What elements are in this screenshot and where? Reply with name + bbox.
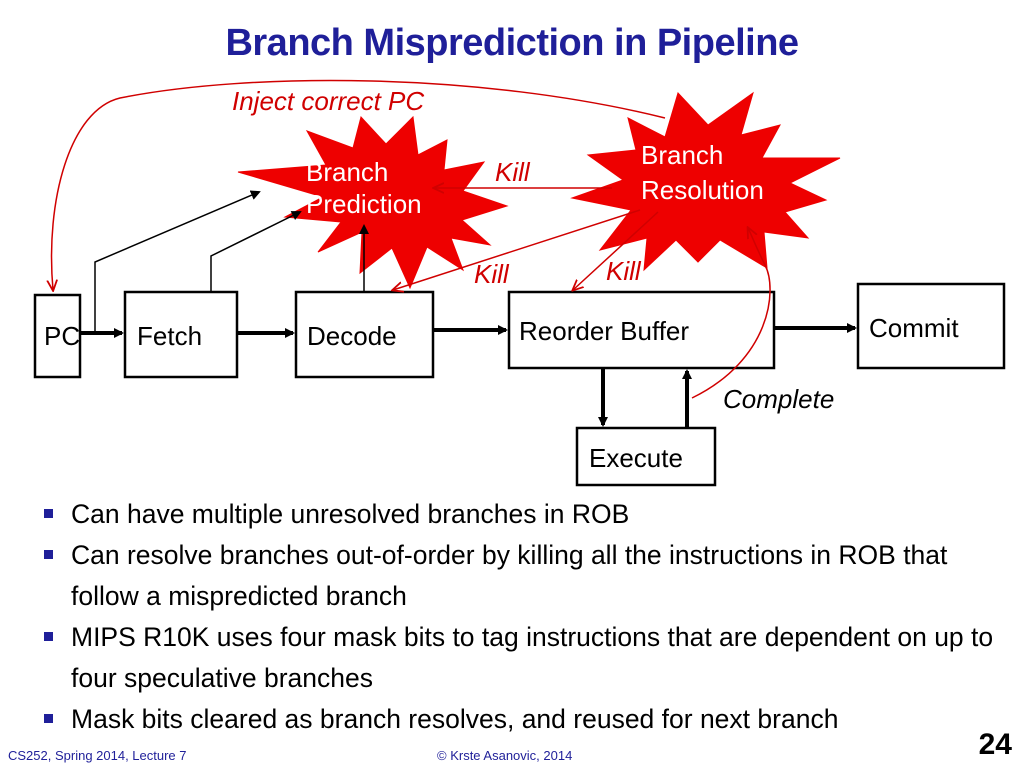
slide-title: Branch Misprediction in Pipeline [225, 22, 799, 64]
bullet-square-icon [44, 714, 53, 723]
branch-resolution-label-1: Branch [641, 140, 723, 170]
arrow-kill-decode [393, 209, 641, 290]
arrow-pc-to-prediction [94, 190, 261, 333]
execute-box [575, 426, 717, 487]
kill-rob-label: Kill [606, 256, 642, 286]
inject-correct-pc-label: Inject correct PC [232, 86, 424, 116]
execute-label: Execute [589, 443, 683, 473]
complete-label: Complete [723, 384, 834, 414]
reorder-buffer-label: Reorder Buffer [519, 316, 689, 346]
kill-prediction-label: Kill [495, 157, 531, 187]
bullet-text: Can have multiple unresolved branches in… [71, 499, 630, 529]
arrow-inject-correct-pc [52, 79, 666, 290]
commit-label: Commit [869, 313, 959, 343]
fetch-label: Fetch [137, 321, 202, 351]
footer-copyright: © Krste Asanovic, 2014 [437, 748, 573, 763]
bullet-square-icon [44, 632, 53, 641]
arrow-complete-to-resolution [691, 228, 771, 399]
bullet-list: Can have multiple unresolved branches in… [44, 494, 1004, 740]
bullet-text: Can resolve branches out-of-order by kil… [71, 540, 948, 611]
bullet-item: Can resolve branches out-of-order by kil… [44, 535, 1004, 617]
decode-label: Decode [307, 321, 397, 351]
arrow-fetch-to-prediction [210, 211, 302, 292]
pc-box [33, 293, 82, 379]
reorder-buffer-box [507, 290, 776, 370]
bullet-square-icon [44, 509, 53, 518]
bullet-item: MIPS R10K uses four mask bits to tag ins… [44, 617, 1004, 699]
fetch-box [123, 290, 239, 379]
bullet-text: MIPS R10K uses four mask bits to tag ins… [71, 622, 994, 693]
bullet-item: Mask bits cleared as branch resolves, an… [44, 699, 1004, 740]
kill-decode-label: Kill [474, 259, 510, 289]
branch-prediction-label-2: Prediction [306, 189, 422, 219]
arrow-kill-rob [573, 211, 659, 290]
bullet-text: Mask bits cleared as branch resolves, an… [71, 704, 839, 734]
page-number: 24 [978, 728, 1012, 761]
branch-prediction-label-1: Branch [306, 157, 388, 187]
pc-label: PC [44, 321, 80, 351]
footer-course: CS252, Spring 2014, Lecture 7 [8, 748, 187, 763]
bullet-item: Can have multiple unresolved branches in… [44, 494, 1004, 535]
branch-resolution-star [570, 91, 841, 272]
bullet-square-icon [44, 550, 53, 559]
decode-box [294, 290, 435, 379]
branch-resolution-label-2: Resolution [641, 175, 764, 205]
branch-prediction-star [237, 115, 509, 290]
commit-box [856, 282, 1006, 370]
